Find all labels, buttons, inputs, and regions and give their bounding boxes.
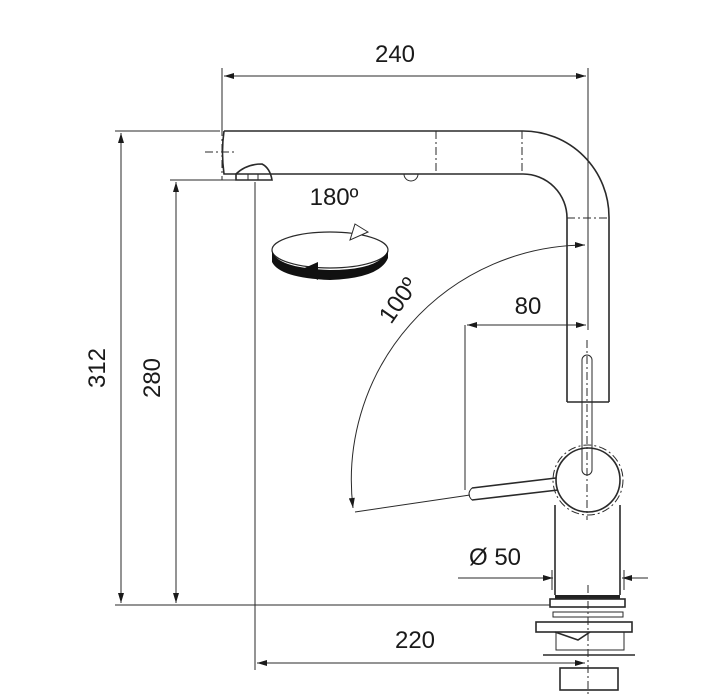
dimension-label-280: 280 — [139, 358, 166, 398]
mounting-base — [535, 585, 635, 695]
angle-label-100: 100º — [374, 273, 424, 329]
dimension-240: 240 — [221, 41, 589, 330]
dimension-label-312: 312 — [84, 348, 111, 388]
dimension-label-220: 220 — [395, 627, 435, 654]
dimension-220: 220 — [254, 182, 585, 670]
dimension-312: 312 — [84, 130, 220, 603]
dimension-label-240: 240 — [375, 41, 415, 68]
faucet-body — [468, 340, 624, 595]
faucet-spout — [205, 128, 610, 402]
handle-angle-arc: 100º — [348, 242, 586, 513]
dimension-80: 80 — [464, 293, 586, 490]
diameter-label: Ø 50 — [469, 544, 521, 571]
dimension-280: 280 — [139, 179, 240, 603]
dimension-label-80: 80 — [515, 293, 542, 320]
dimension-diameter-50: Ø 50 — [458, 544, 648, 590]
swivel-rotation-icon: 180º — [271, 184, 389, 280]
swivel-angle-label: 180º — [310, 184, 359, 211]
